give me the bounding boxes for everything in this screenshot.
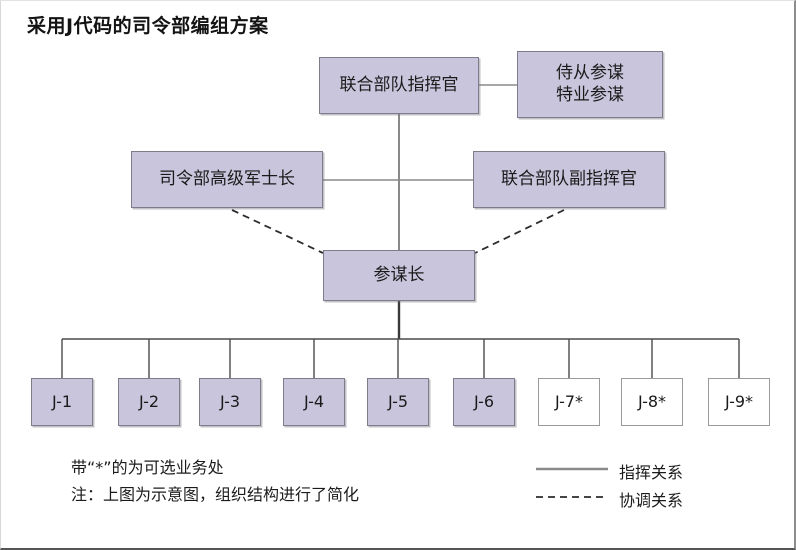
node-j9[interactable]: J-9* xyxy=(708,378,770,426)
node-j2[interactable]: J-2 xyxy=(118,378,180,426)
node-j7-label: J-7* xyxy=(554,391,584,411)
node-deputy-joint-force-commander-label: 联合部队副指挥官 xyxy=(501,168,637,189)
node-chief-of-staff-label: 参谋长 xyxy=(373,264,425,285)
note-optional-asterisk: 带“*”的为可选业务处 xyxy=(71,458,224,477)
node-j6[interactable]: J-6 xyxy=(453,378,515,426)
node-j8-label: J-8* xyxy=(637,391,667,411)
node-j4-label: J-4 xyxy=(303,391,325,411)
node-j3[interactable]: J-3 xyxy=(199,378,261,426)
node-joint-force-commander-label: 联合部队指挥官 xyxy=(339,74,459,95)
node-j5-label: J-5 xyxy=(387,391,409,411)
node-staff-aides-label: 侍从参谋 特业参谋 xyxy=(556,62,624,105)
node-j4[interactable]: J-4 xyxy=(283,378,345,426)
node-j6-label: J-6 xyxy=(473,391,495,411)
dashed-senior-enlisted-to-chief-of-staff xyxy=(231,209,324,254)
node-j7[interactable]: J-7* xyxy=(538,378,600,426)
legend-label-coordination-relationship: 协调关系 xyxy=(619,491,684,510)
node-j1[interactable]: J-1 xyxy=(31,378,93,426)
node-chief-of-staff[interactable]: 参谋长 xyxy=(323,250,475,301)
node-j2-label: J-2 xyxy=(138,391,160,411)
page-title: 采用J代码的司令部编组方案 xyxy=(27,15,269,37)
node-senior-enlisted-leader[interactable]: 司令部高级军士长 xyxy=(131,151,323,208)
node-staff-aides[interactable]: 侍从参谋 特业参谋 xyxy=(517,51,663,118)
node-joint-force-commander[interactable]: 联合部队指挥官 xyxy=(319,57,479,114)
legend-label-command-relationship: 指挥关系 xyxy=(619,463,684,482)
node-j3-label: J-3 xyxy=(219,391,241,411)
node-deputy-joint-force-commander[interactable]: 联合部队副指挥官 xyxy=(473,151,665,208)
node-j9-label: J-9* xyxy=(724,391,754,411)
bus-drop-lines xyxy=(61,339,740,378)
note-schematic-simplified: 注：上图为示意图，组织结构进行了简化 xyxy=(71,485,360,504)
node-j5[interactable]: J-5 xyxy=(367,378,429,426)
node-j1-label: J-1 xyxy=(51,391,73,411)
dashed-deputy-commander-to-chief-of-staff xyxy=(474,209,565,254)
node-senior-enlisted-leader-label: 司令部高级军士长 xyxy=(159,168,295,189)
node-j8[interactable]: J-8* xyxy=(621,378,683,426)
